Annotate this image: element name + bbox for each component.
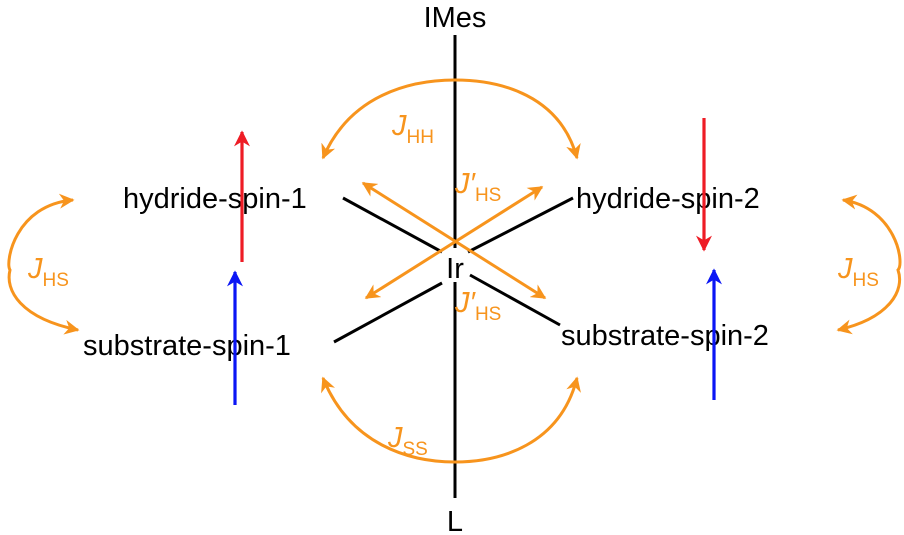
coupling-arrows [7, 78, 902, 464]
jhs-left-label: JHS [27, 253, 69, 291]
jhs-cross-lower-label: J′HS [454, 287, 501, 325]
ligand-hydride-2: hydride-spin-2 [576, 183, 760, 215]
ligand-hydride-1: hydride-spin-1 [123, 183, 307, 215]
ligand-substrate-2: substrate-spin-2 [561, 320, 769, 352]
ligand-substrate-1: substrate-spin-1 [83, 330, 291, 362]
jhs-left-arrow [7, 193, 80, 335]
jhs-cross-upper-label: J′HS [454, 168, 501, 206]
spin-arrows [227, 118, 722, 405]
atom-l: L [447, 506, 463, 535]
jss-arrow [321, 376, 581, 464]
jhs-right-arrow [836, 194, 902, 335]
jhs-cross-b-arrow [361, 181, 547, 300]
bond-substrate-1 [333, 281, 443, 344]
jss-label: JSS [387, 422, 428, 460]
atom-imes: IMes [424, 2, 487, 34]
jhh-label: JHH [391, 110, 434, 148]
jhh-arrow [321, 78, 581, 160]
jhs-right-label: JHS [837, 253, 879, 291]
atom-ir: Ir [446, 253, 464, 285]
